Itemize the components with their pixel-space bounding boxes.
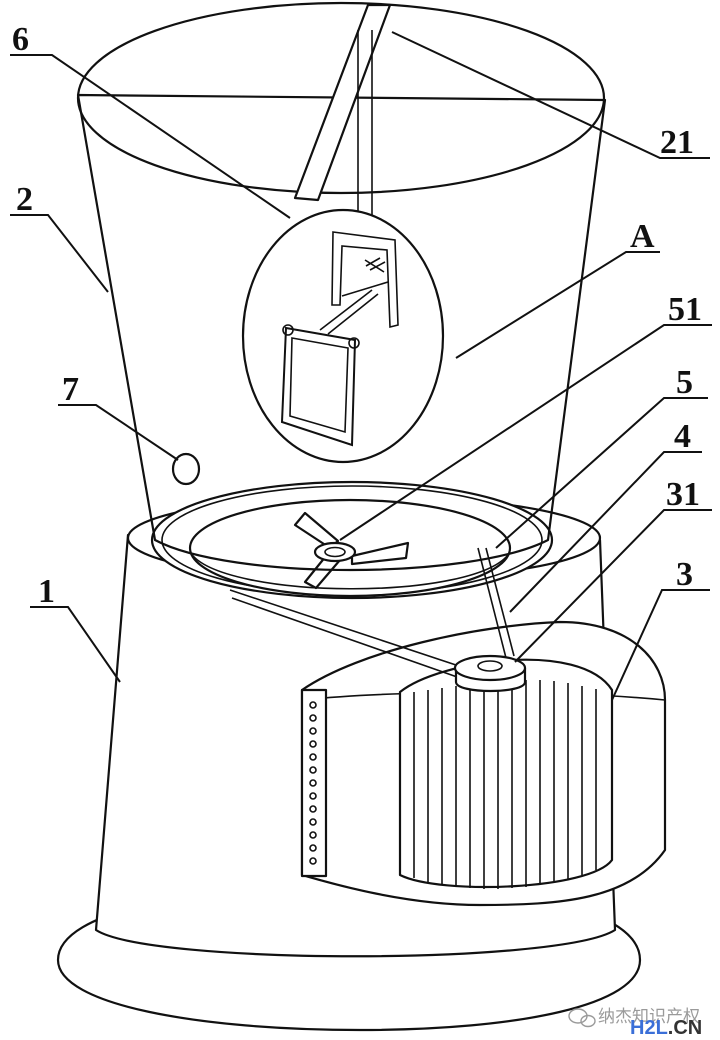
impeller <box>293 511 410 590</box>
watermark-brand-cn: .CN <box>668 1017 702 1039</box>
leader-lines <box>10 31 712 701</box>
label-1: 1 <box>38 573 55 610</box>
watermark: 纳杰知识产权 H2L.CN <box>568 1007 702 1039</box>
drive-belt <box>229 547 515 679</box>
label-4: 4 <box>674 418 691 455</box>
label-7: 7 <box>62 371 79 408</box>
watermark-text: 纳杰知识产权 <box>598 1007 700 1026</box>
turntable <box>150 480 554 600</box>
label-3: 3 <box>676 556 693 593</box>
part-labels: 6 2 7 1 21 A 51 5 4 31 3 <box>12 21 702 610</box>
watermark-brand: H2L.CN <box>630 1017 702 1039</box>
label-2: 2 <box>16 181 33 218</box>
hopper <box>76 1 607 572</box>
detail-a <box>241 208 445 464</box>
label-5: 5 <box>676 364 693 401</box>
pulley <box>453 654 527 693</box>
vent-holes <box>309 701 317 865</box>
support-rods <box>293 3 392 225</box>
motor-fins <box>398 658 614 889</box>
watermark-brand-h2l: H2L <box>630 1017 668 1039</box>
label-6: 6 <box>12 21 29 58</box>
wechat-icon <box>568 1008 596 1028</box>
sensor <box>171 452 201 486</box>
label-a: A <box>630 218 655 255</box>
label-51: 51 <box>668 291 702 328</box>
label-21: 21 <box>660 124 694 161</box>
label-31: 31 <box>666 476 700 513</box>
